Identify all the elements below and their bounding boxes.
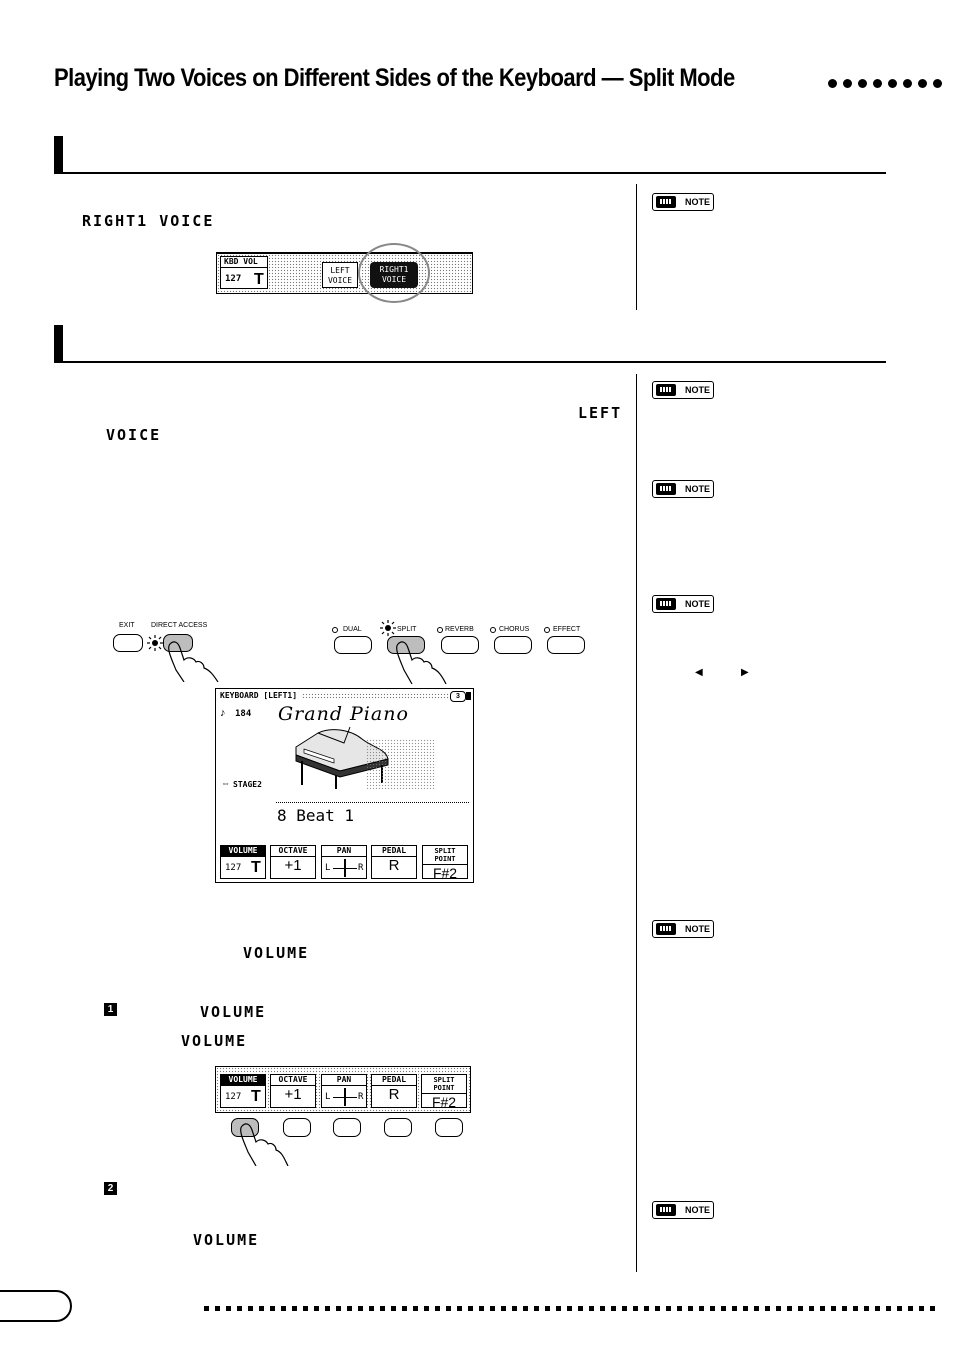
chorus-label: CHORUS [499,626,530,633]
volume-slider-icon: T [251,1088,261,1105]
octave-tab: OCTAVE +1 [270,845,316,879]
note-badge: NOTE [652,1201,714,1219]
section-marker [54,325,63,363]
dual-button[interactable] [334,636,372,654]
exit-button[interactable] [113,634,143,652]
footer-dotted-rule [204,1306,935,1311]
lcd-tab-row: VOLUME 127 T OCTAVE +1 PAN L R PEDAL R S… [216,842,473,882]
reverb-button[interactable] [441,636,479,654]
note-icon [656,1204,676,1216]
lcd-label-voice: VOICE [106,426,162,444]
voice-name: Grand Piano [278,703,409,725]
stage-label: STAGE2 [233,780,262,789]
pressing-hand-icon [168,641,219,682]
lcd-label-volume: VOLUME [200,1003,267,1021]
metronome-icon: ♪ [220,707,226,719]
volume-slider-icon: T [251,859,261,876]
grand-piano-icon [295,726,389,789]
lcd-button-3[interactable] [333,1118,361,1137]
split-point-tab: SPLIT POINT F#2 [421,1074,467,1110]
lcd-button-1[interactable] [231,1118,259,1137]
lcd-button-2[interactable] [283,1118,311,1137]
direct-access-button[interactable] [163,634,193,652]
note-badge: NOTE [652,595,714,613]
volume-slider-icon: T [254,271,264,288]
pressing-hand-icon [240,1123,289,1166]
octave-tab: OCTAVE +1 [270,1074,316,1108]
exit-label: EXIT [119,622,135,629]
section-marker [54,136,63,174]
lcd-button-5[interactable] [435,1118,463,1137]
lcd-label-left: LEFT [578,404,623,422]
pan-tab: PAN L R [321,845,367,879]
led-lit-icon [380,620,396,636]
note-badge: NOTE [652,480,714,498]
step-number: 2 [104,1182,117,1195]
note-icon [656,384,676,396]
note-badge: NOTE [652,193,714,211]
note-badge: NOTE [652,381,714,399]
reverb-label: REVERB [445,626,474,633]
stage-arrow-icon: ⇔ [221,778,230,788]
reverb-led [437,627,443,633]
page-number: 3 [450,691,466,702]
chorus-button[interactable] [494,636,532,654]
highlight-circle [358,243,430,303]
note-icon [656,196,676,208]
effect-button[interactable] [547,636,585,654]
volume-tab: VOLUME 127 T [220,845,266,879]
effect-label: EFFECT [553,626,581,633]
direct-access-label: DIRECT ACCESS [151,622,208,629]
dual-label: DUAL [343,626,362,633]
note-icon [656,923,676,935]
section-rule [54,361,886,363]
effect-led [544,627,550,633]
tempo-value: 184 [235,709,252,719]
lcd-label-right1-voice: RIGHT1 VOICE [82,212,215,230]
chorus-led [490,627,496,633]
pressing-hand-icon [396,641,447,684]
sidebar-divider [636,374,637,1272]
note-icon [656,483,676,495]
step-number: 1 [104,1003,117,1016]
style-name: 8 Beat 1 [277,806,355,825]
arrow-right-icon: ▶ [741,667,749,678]
pedal-tab: PEDAL R [371,845,417,879]
arrow-left-icon: ◀ [695,667,703,678]
lcd-tab-strip: VOLUME 127 T OCTAVE +1 PAN L R PEDAL R S… [215,1066,471,1113]
pedal-tab: PEDAL R [371,1074,417,1108]
page-number-tab [0,1290,72,1322]
led-lit-icon [147,635,163,651]
split-point-tab: SPLIT POINT F#2 [422,845,468,881]
kbd-vol-tab: KBD VOL 127 T [220,256,268,289]
left-voice-button[interactable]: LEFT VOICE [322,262,358,288]
section-rule [54,172,886,174]
volume-tab: VOLUME 127 T [220,1074,266,1108]
title-decoration-dots [828,79,942,88]
note-icon [656,598,676,610]
pan-tab: PAN L R [321,1074,367,1108]
lcd-display-small: KBD VOL 127 T LEFT VOICE RIGHT1 VOICE [216,242,473,303]
dual-led [332,627,338,633]
lcd-label-volume: VOLUME [243,944,310,962]
lcd-label-volume: VOLUME [193,1231,260,1249]
lcd-main-display: KEYBOARD [LEFT1] 3 ♪ 184 Grand Piano ⇔ S… [215,688,474,883]
lcd-label-volume: VOLUME [181,1032,248,1050]
sidebar-divider [636,184,637,310]
page-title: Playing Two Voices on Different Sides of… [54,64,735,92]
lcd-button-4[interactable] [384,1118,412,1137]
split-label: SPLIT [397,626,417,633]
note-badge: NOTE [652,920,714,938]
